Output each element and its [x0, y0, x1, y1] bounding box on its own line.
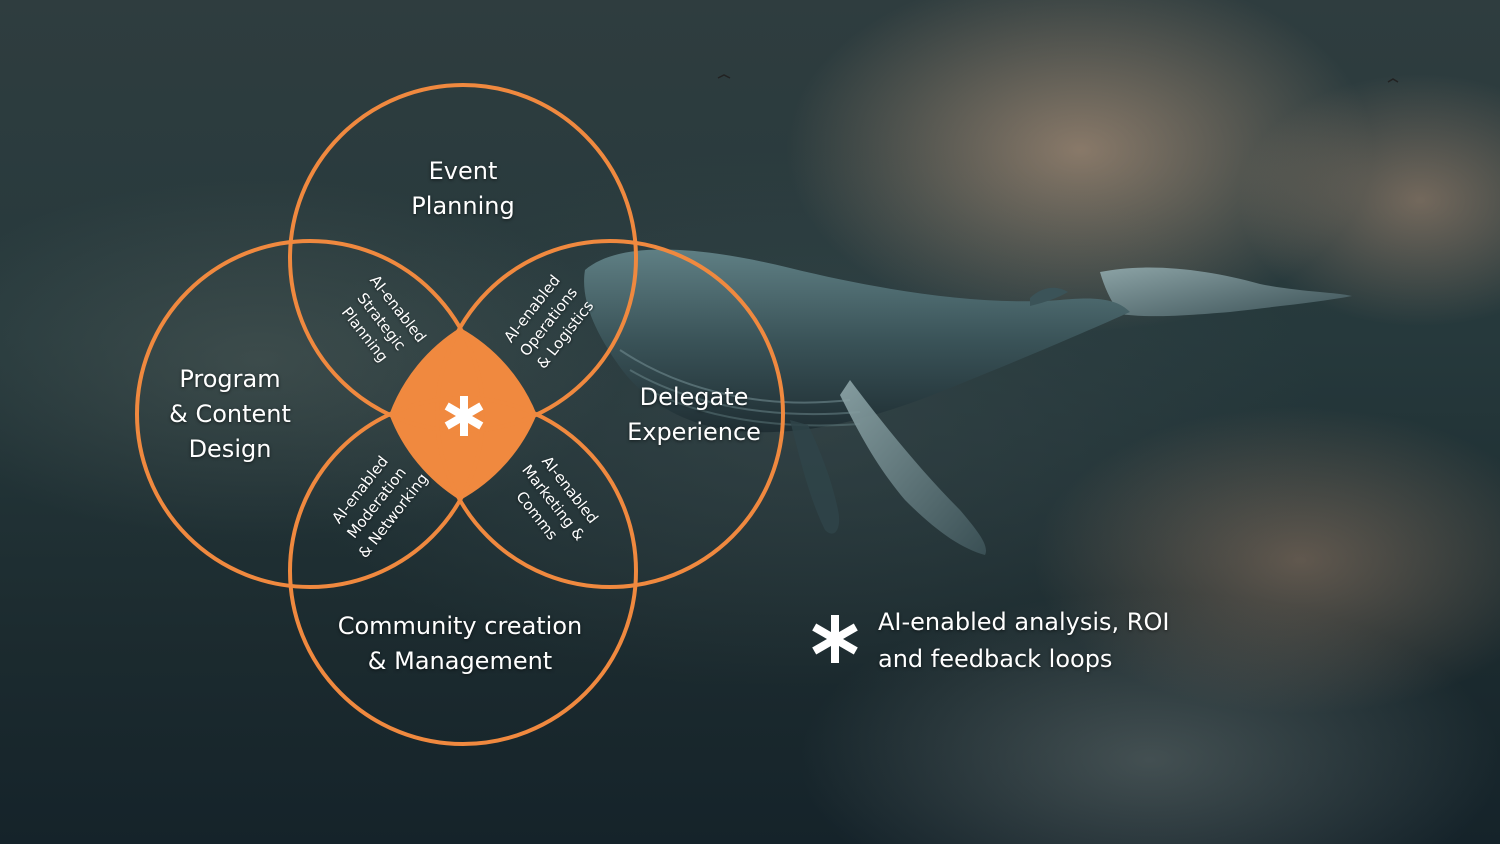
- label-line: Event: [428, 157, 498, 185]
- label-event-planning: Event Planning: [363, 154, 563, 224]
- label-line: Planning: [411, 192, 515, 220]
- circle-delegate-experience: [435, 239, 785, 589]
- legend: AI-enabled analysis, ROI and feedback lo…: [808, 604, 1208, 684]
- label-line: & Management: [367, 647, 553, 675]
- label-line: Experience: [627, 418, 761, 446]
- asterisk-icon: [812, 615, 858, 663]
- label-community-creation: Community creation & Management: [320, 609, 600, 679]
- label-line: & Content: [169, 400, 291, 428]
- label-line: Community creation: [337, 612, 583, 640]
- asterisk-icon: [444, 396, 484, 436]
- label-line: Delegate: [639, 383, 749, 411]
- legend-text: AI-enabled analysis, ROI and feedback lo…: [878, 604, 1169, 678]
- label-program-content-design: Program & Content Design: [140, 362, 320, 467]
- circle-program-content-design: [135, 239, 485, 589]
- legend-line: AI-enabled analysis, ROI: [878, 608, 1170, 636]
- legend-line: and feedback loops: [878, 645, 1113, 673]
- label-delegate-experience: Delegate Experience: [604, 380, 784, 450]
- label-line: Design: [188, 435, 272, 463]
- label-line: Program: [179, 365, 281, 393]
